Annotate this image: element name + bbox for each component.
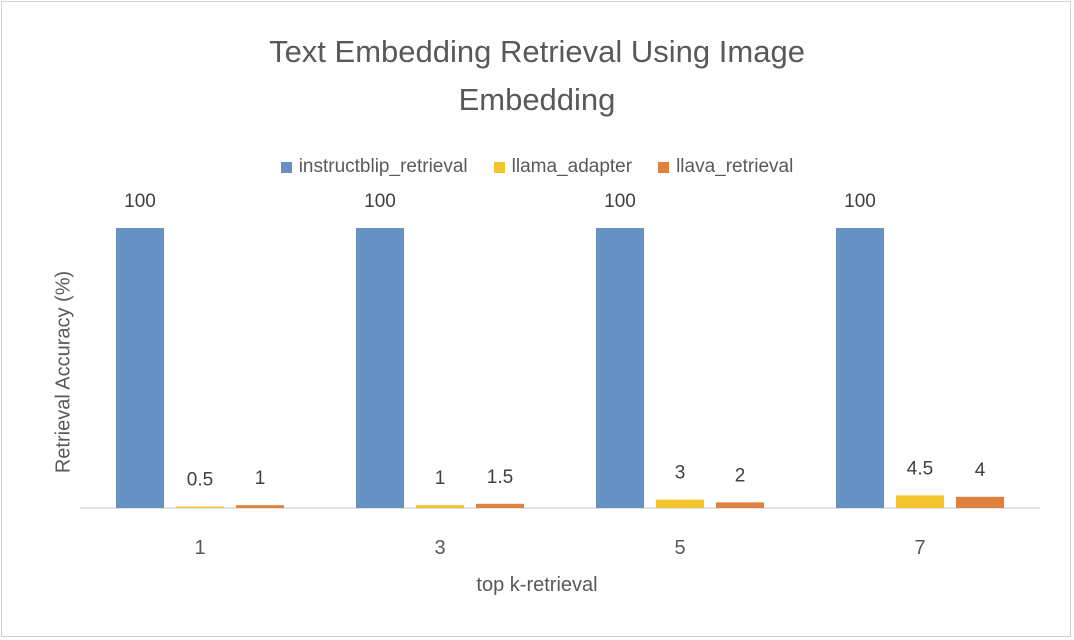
legend-swatch-llama-adapter [493, 161, 505, 173]
data-label-llava-retrieval-1: 1 [255, 468, 266, 489]
data-label-llama-adapter-5: 3 [675, 463, 686, 484]
bar-llava-retrieval-5 [716, 502, 764, 508]
x-tick-label-1: 1 [194, 537, 205, 559]
data-label-llava-retrieval-7: 4 [975, 460, 986, 481]
y-axis-label: Retrieval Accuracy (%) [52, 270, 75, 474]
bar-llama-adapter-3 [416, 505, 464, 508]
bar-llava-retrieval-7 [956, 496, 1004, 508]
legend-swatch-instructblip [280, 161, 292, 173]
legend-item-llava: llava_retrieval [658, 156, 793, 178]
bar-llava-retrieval-1 [236, 505, 284, 508]
legend-swatch-llava [658, 161, 670, 173]
bar-instructblip-retrieval-1 [116, 228, 164, 508]
x-axis-label: top k-retrieval [476, 574, 598, 596]
chart-legend: instructblip_retrieval llama_adapter lla… [0, 156, 1074, 178]
legend-item-llama-adapter: llama_adapter [493, 156, 633, 178]
bar-llama-adapter-7 [896, 495, 944, 508]
bar-llama-adapter-1 [176, 506, 224, 508]
data-label-instructblip-retrieval-7: 100 [844, 191, 876, 212]
x-tick-label-7: 7 [914, 537, 925, 559]
legend-item-instructblip: instructblip_retrieval [280, 156, 468, 178]
chart-title-line-2: Embedding [458, 82, 616, 117]
data-label-llama-adapter-3: 1 [435, 468, 446, 489]
bar-instructblip-retrieval-5 [596, 228, 644, 508]
x-tick-label-5: 5 [674, 537, 685, 559]
data-label-instructblip-retrieval-3: 100 [364, 191, 396, 212]
bar-llama-adapter-5 [656, 499, 704, 508]
legend-label-llama-adapter: llama_adapter [511, 156, 633, 177]
chart-title-line-1: Text Embedding Retrieval Using Image [269, 34, 805, 69]
bar-llava-retrieval-3 [476, 503, 524, 508]
bar-instructblip-retrieval-3 [356, 228, 404, 508]
bar-instructblip-retrieval-7 [836, 228, 884, 508]
data-label-llava-retrieval-5: 2 [735, 465, 746, 486]
data-label-llava-retrieval-3: 1.5 [487, 467, 513, 488]
data-label-llama-adapter-1: 0.5 [187, 470, 213, 491]
x-tick-label-3: 3 [434, 537, 445, 559]
data-label-instructblip-retrieval-5: 100 [604, 191, 636, 212]
data-label-llama-adapter-7: 4.5 [907, 458, 933, 479]
chart-title: Text Embedding Retrieval Using Image Emb… [0, 28, 1074, 124]
data-label-instructblip-retrieval-1: 100 [124, 191, 156, 212]
legend-label-llava: llava_retrieval [676, 156, 794, 177]
legend-label-instructblip: instructblip_retrieval [298, 156, 468, 177]
